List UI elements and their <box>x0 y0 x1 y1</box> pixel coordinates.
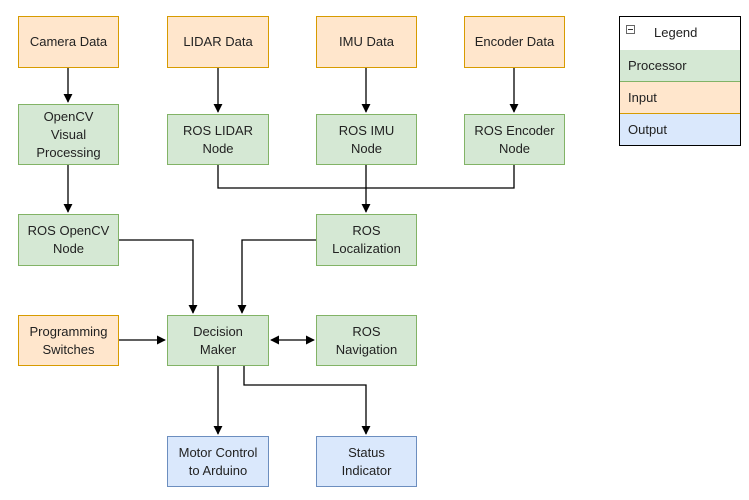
ros-navigation-node[interactable]: ROS Navigation <box>316 315 417 366</box>
legend-header: Legend <box>620 17 740 51</box>
encoder-data-node[interactable]: Encoder Data <box>464 16 565 68</box>
edge-ros-lidar-merge <box>217 165 366 189</box>
edge-decision-to-status <box>243 366 371 435</box>
motor-control-node[interactable]: Motor Control to Arduino <box>167 436 269 487</box>
ros-opencv-node[interactable]: ROS OpenCV Node <box>18 214 119 266</box>
lidar-data-node[interactable]: LIDAR Data <box>167 16 269 68</box>
imu-data-node[interactable]: IMU Data <box>316 16 417 68</box>
opencv-visual-processing-node[interactable]: OpenCV Visual Processing <box>18 104 119 165</box>
ros-imu-node[interactable]: ROS IMU Node <box>316 114 417 165</box>
status-indicator-node[interactable]: Status Indicator <box>316 436 417 487</box>
legend-item-output: Output <box>620 114 740 145</box>
legend-item-processor: Processor <box>620 50 740 82</box>
legend-panel: Legend Processor Input Output <box>619 16 741 146</box>
legend-title: Legend <box>654 25 698 40</box>
ros-lidar-node[interactable]: ROS LIDAR Node <box>167 114 269 165</box>
decision-maker-node[interactable]: Decision Maker <box>167 315 269 366</box>
ros-localization-node[interactable]: ROS Localization <box>316 214 417 266</box>
camera-data-node[interactable]: Camera Data <box>18 16 119 68</box>
collapse-icon[interactable] <box>626 25 635 34</box>
ros-encoder-node[interactable]: ROS Encoder Node <box>464 114 565 165</box>
legend-item-input: Input <box>620 82 740 114</box>
edge-localization-to-decision <box>237 239 316 314</box>
edge-ros-opencv-to-decision <box>119 239 198 314</box>
edge-ros-encoder-merge <box>366 165 515 189</box>
programming-switches-node[interactable]: Programming Switches <box>18 315 119 366</box>
